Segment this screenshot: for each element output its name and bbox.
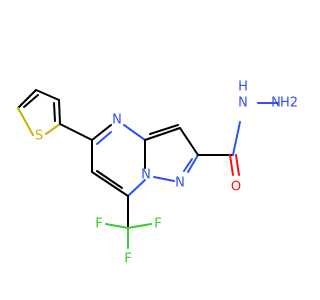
atom-hydrogen-terminal: H2	[280, 96, 298, 111]
atom-nitrogen-terminal: N	[271, 96, 281, 111]
bond-pyrimidine-4-inner	[96, 170, 123, 189]
bond-thiophene-3-inner	[53, 102, 56, 122]
bond-pyrimidine-1	[91, 124, 112, 141]
bond-pyrazole-1	[144, 127, 181, 141]
bond-pyrazole-2	[179, 127, 199, 156]
atom-nitrogen-bridgehead: N	[141, 168, 151, 183]
bond-pyrazole-3	[187, 154, 199, 173]
bond-cf3-f1	[105, 223, 129, 229]
bond-pyrimidine-4	[91, 171, 129, 197]
bond-thiophene-1-inner	[23, 94, 39, 108]
bond-carbonyl-double-b	[235, 154, 240, 176]
bond-cf3-f2	[127, 223, 152, 229]
bonds	[17, 89, 279, 249]
bond-pyrimidine-2	[123, 124, 146, 141]
bond-aryl-link	[59, 123, 93, 141]
chemical-structure: S N N N O N H N H2 F F F	[17, 80, 298, 267]
bond-thiophene-s-b	[17, 107, 34, 136]
atom-oxygen-carbonyl: O	[231, 180, 241, 195]
atom-fluorine-left: F	[95, 217, 102, 232]
bond-carbonyl-double-a	[229, 154, 234, 176]
bond-amide-n	[232, 121, 241, 156]
atom-fluorine-bottom: F	[124, 252, 131, 267]
bond-pyrimidine-1-inner	[96, 131, 112, 145]
atom-nitrogen-amide: N	[238, 96, 248, 111]
atom-nitrogen-pyrazole: N	[175, 176, 185, 191]
atom-sulfur: S	[35, 129, 43, 144]
bond-pyrazole-1-inner	[149, 124, 179, 135]
atom-labels: S N N N O N H N H2 F F F	[35, 80, 298, 267]
bond-thiophene-s-a	[45, 123, 61, 135]
bond-pyrazole-4	[153, 176, 175, 182]
bond-thiophene-3	[58, 99, 61, 125]
atom-nitrogen-pyrimidine: N	[112, 113, 122, 128]
bond-thiophene-1	[17, 89, 37, 109]
bond-thiophene-2	[35, 89, 60, 101]
atom-fluorine-right: F	[154, 217, 161, 232]
bond-pyrazole-3-inner	[183, 158, 193, 172]
atom-hydrogen-amide: H	[238, 80, 248, 95]
bond-pyrimidine-3	[127, 179, 146, 197]
